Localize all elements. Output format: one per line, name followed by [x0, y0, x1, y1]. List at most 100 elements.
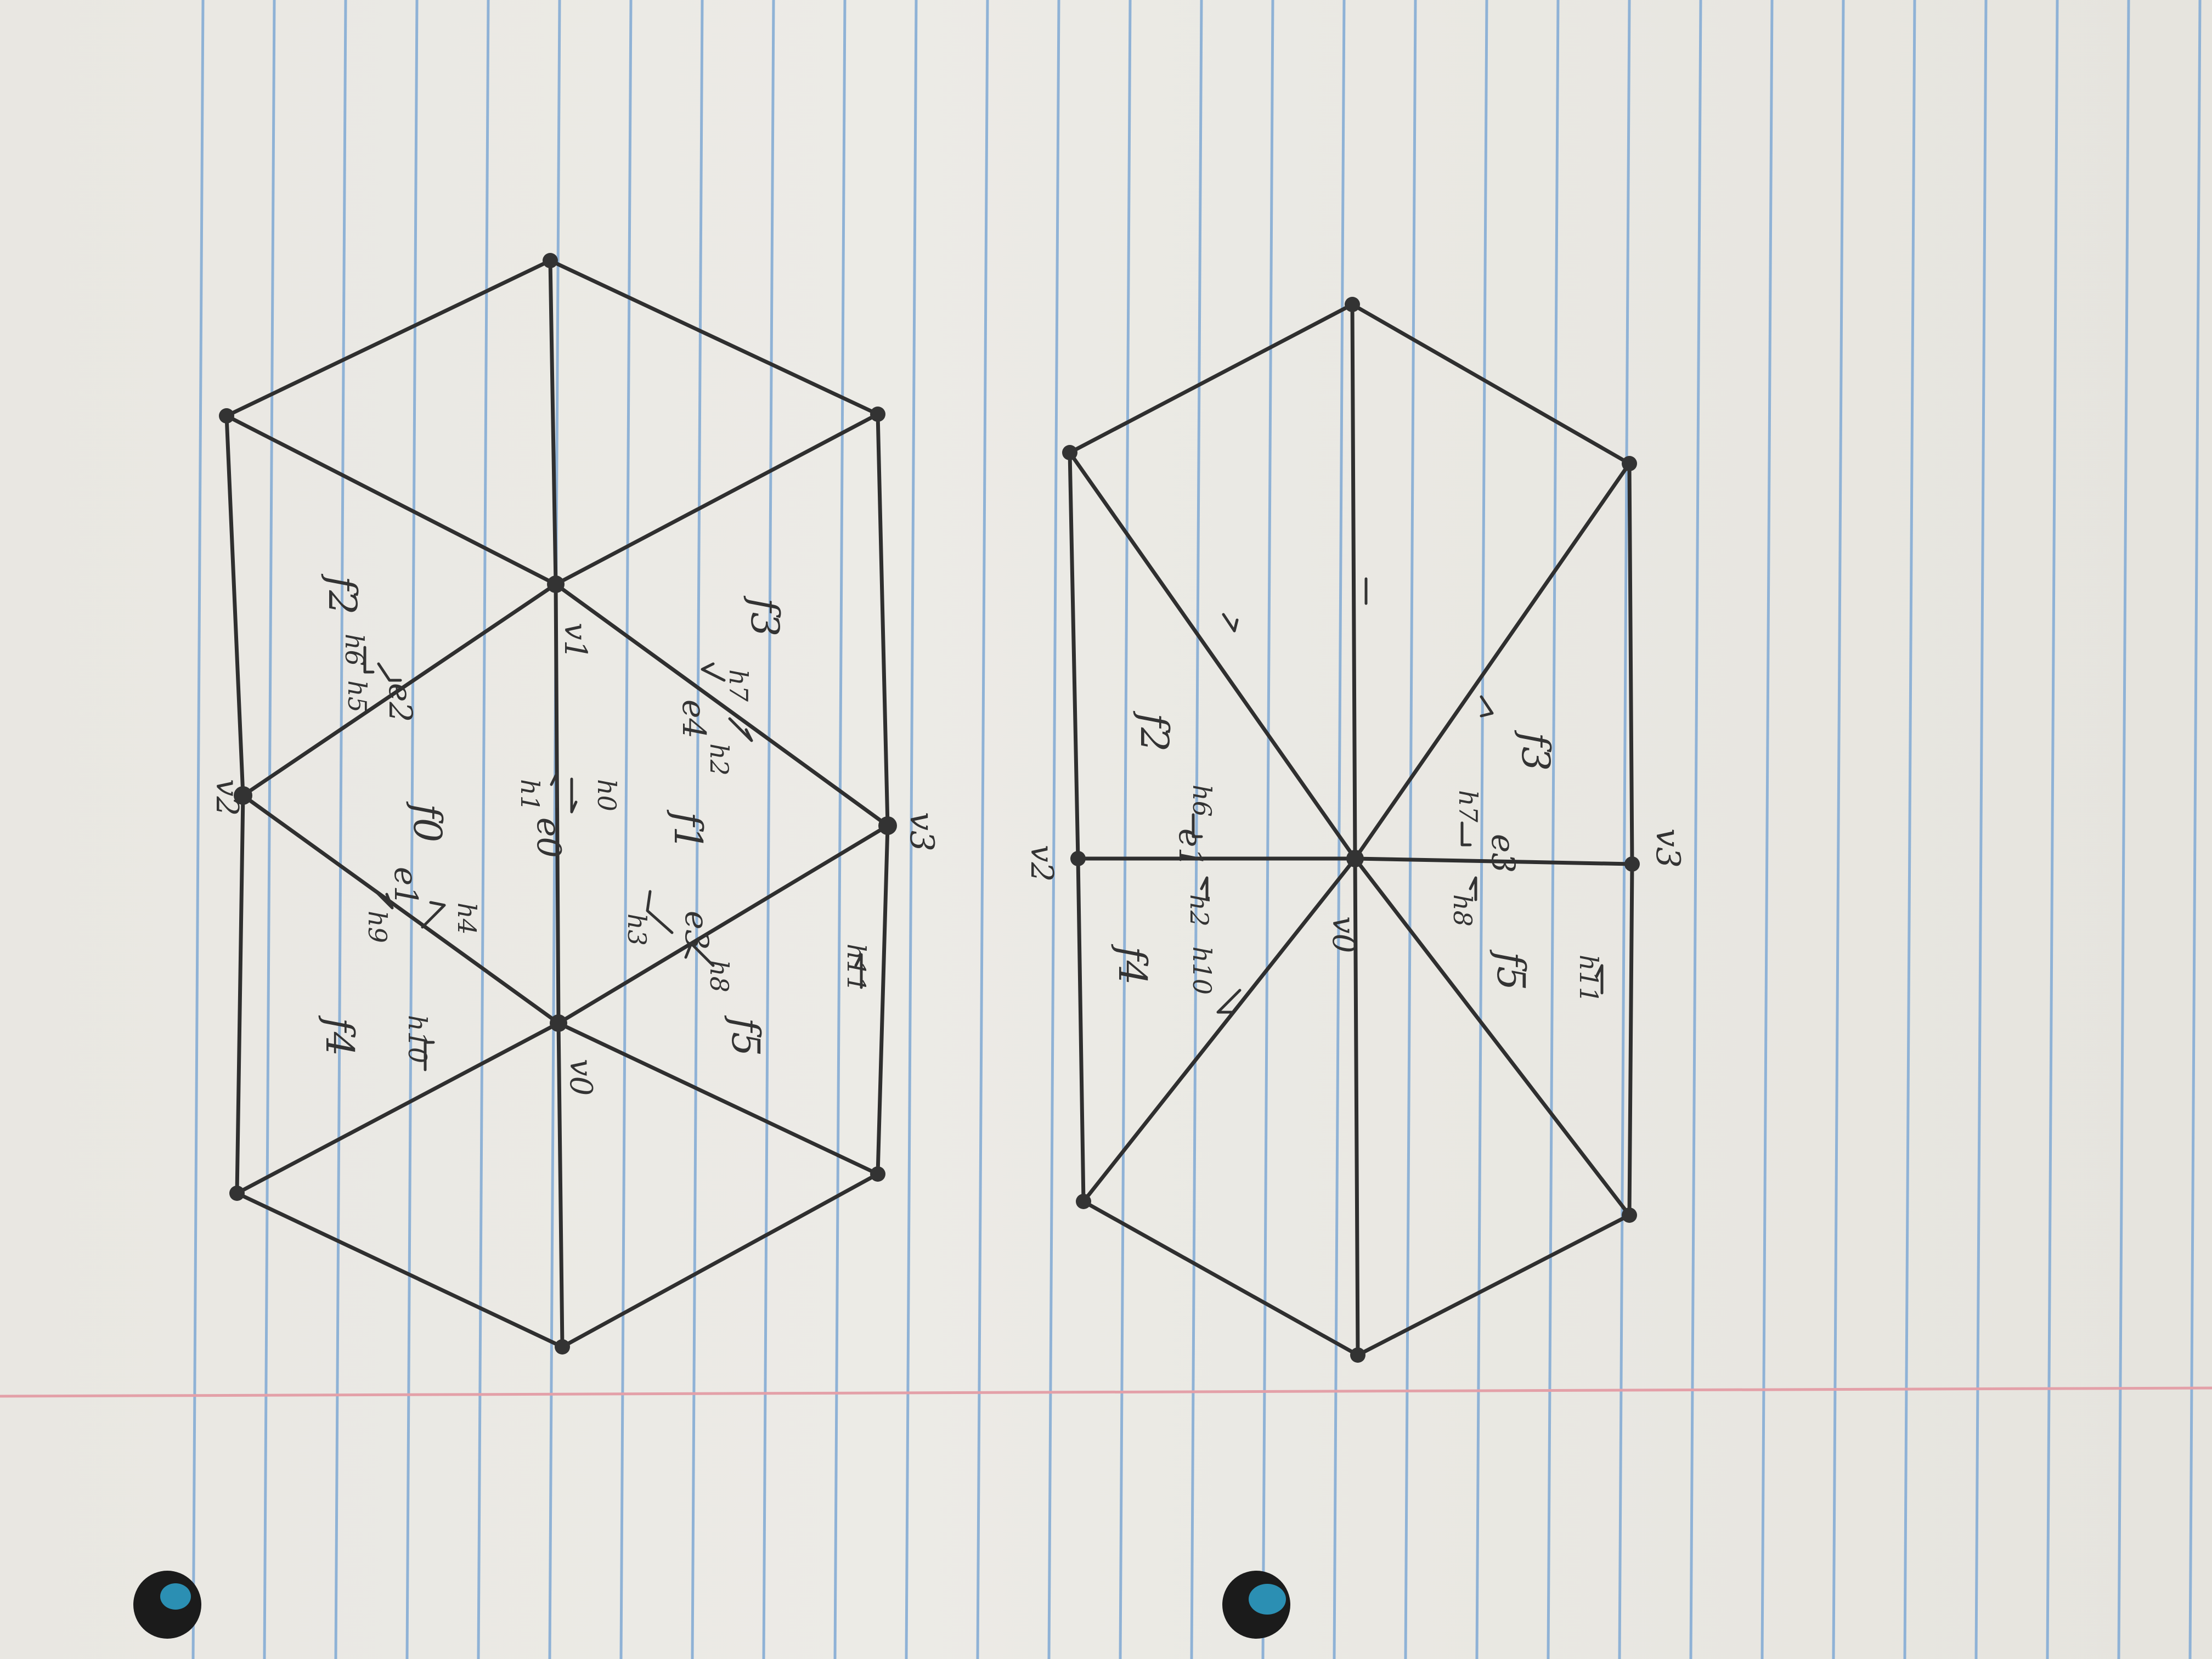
halfedge-label-h7: h7: [724, 669, 753, 702]
halfedge-label-h10: h10: [403, 1015, 432, 1063]
vertex-v2-dot: [1070, 851, 1086, 866]
vertex-dot: [543, 253, 558, 268]
arrow-h8: [1469, 876, 1477, 901]
ruled-line: [477, 0, 490, 1659]
vertex-label-v3: v3: [902, 812, 941, 851]
ruled-line: [691, 0, 704, 1659]
ruled-line: [1903, 0, 1916, 1659]
vertex-v3-dot: [878, 816, 897, 835]
ruled-line: [1047, 0, 1060, 1659]
vertex-dot: [870, 407, 885, 422]
arrow-h6: [363, 646, 375, 674]
ruled-line: [619, 0, 633, 1659]
margin-line: [0, 1386, 2212, 1398]
ruled-line: [1760, 0, 1774, 1659]
face-label-f3: f3: [1513, 730, 1558, 771]
ruled-line: [833, 0, 847, 1659]
right-halfedge-arrows: [1192, 577, 1604, 1014]
arrow-h9: [371, 887, 394, 910]
arrow-h2: [728, 717, 753, 742]
face-label-f5: f5: [723, 1015, 768, 1056]
arrow-h10: [1216, 989, 1242, 1014]
edge-label-e1: e1: [1172, 828, 1209, 867]
halfedge-label-h2: h2: [704, 743, 734, 776]
punch-holes: [133, 1571, 1290, 1639]
halfedge-label-h6: h6: [1187, 785, 1217, 817]
ruled-line: [1404, 0, 1417, 1659]
vertex-dot: [1622, 1207, 1637, 1223]
halfedge-label-h1: h1: [515, 779, 545, 811]
vertex-v0-dot: [550, 1014, 567, 1032]
halfedge-label-h4: h4: [452, 902, 482, 935]
ruled-line: [976, 0, 989, 1659]
ruled-line: [1689, 0, 1702, 1659]
arrow-diag-upper: [1222, 613, 1239, 633]
halfedge-label-h3: h3: [622, 913, 652, 946]
ruled-line: [2117, 0, 2130, 1659]
ruled-line: [1261, 0, 1274, 1659]
edge-label-e2: e2: [382, 683, 419, 722]
vertex-label-v1: v1: [557, 623, 593, 659]
punch-hole-left-tint: [160, 1583, 191, 1610]
halfedge-label-h9: h9: [363, 911, 392, 943]
edge-label-e3: e3: [678, 911, 715, 950]
left-mesh-vertices: [219, 253, 897, 1355]
ruled-line: [191, 0, 205, 1659]
halfedge-label-h10: h10: [1187, 946, 1217, 995]
vertex-dot: [1062, 445, 1077, 460]
halfedge-label-h0: h0: [592, 779, 622, 811]
arrow-h2: [1200, 876, 1209, 901]
vertex-dot: [1622, 456, 1637, 471]
arrow-h4: [421, 901, 446, 929]
ruled-line: [762, 0, 775, 1659]
arrow-h0: [570, 777, 578, 814]
arrow-h7: [1460, 821, 1472, 847]
vertex-dot: [229, 1186, 245, 1201]
arrow-h8: [684, 942, 715, 967]
edge-label-e3: e3: [1485, 834, 1522, 873]
vertex-dot: [555, 1339, 570, 1355]
vertex-dot: [1076, 1194, 1091, 1209]
face-label-f1: f1: [665, 809, 710, 850]
ruled-line: [1333, 0, 1346, 1659]
ruled-line: [1832, 0, 1845, 1659]
right-mesh: v2 v0 v3 f2 f3 f4 f5 e1 e3 h6 h2 h7 h8 h…: [1024, 297, 1687, 1363]
edge-label-e4: e4: [675, 699, 713, 738]
right-diag-a: [1068, 450, 1632, 1217]
arrow-h6: [1192, 813, 1203, 838]
edge-label-e1: e1: [387, 867, 425, 906]
halfedge-label-h7: h7: [1453, 790, 1483, 823]
ruled-line: [1475, 0, 1488, 1659]
vertex-v0-dot: [1346, 850, 1364, 867]
arrow-diag-lower: [1480, 695, 1494, 718]
ruled-line: [405, 0, 419, 1659]
edge-label-e0: e0: [529, 817, 568, 858]
arrow-h1: [550, 772, 558, 808]
arrow-h11: [1595, 964, 1604, 995]
face-label-f2: f2: [1132, 710, 1177, 752]
vertex-label-v2: v2: [209, 779, 245, 816]
vertex-v2-dot: [234, 786, 252, 805]
vertex-v1-dot: [547, 575, 565, 593]
right-boundary: [1068, 302, 1634, 1357]
halfedge-label-h5: h5: [342, 680, 372, 713]
halfedge-label-h8: h8: [1448, 894, 1477, 927]
ruled-line: [1974, 0, 1988, 1659]
arrow-h7: [701, 662, 726, 682]
vertex-dot: [1345, 297, 1360, 312]
vertex-v3-dot: [1624, 856, 1640, 872]
right-spine-edge: [1350, 302, 1360, 1357]
left-edge-v1-v2: [241, 582, 890, 828]
ruled-line: [1190, 0, 1203, 1659]
ruled-line: [905, 0, 918, 1659]
punch-hole-right-tint: [1249, 1584, 1286, 1615]
vertex-label-v3: v3: [1649, 828, 1687, 868]
arrow-h5: [377, 662, 402, 682]
face-label-f4: f4: [317, 1015, 362, 1056]
halfedge-label-h8: h8: [704, 960, 734, 992]
right-mesh-edges: [1068, 302, 1634, 1357]
ruled-line: [2188, 0, 2202, 1659]
left-halfedge-arrows: [363, 646, 863, 1071]
